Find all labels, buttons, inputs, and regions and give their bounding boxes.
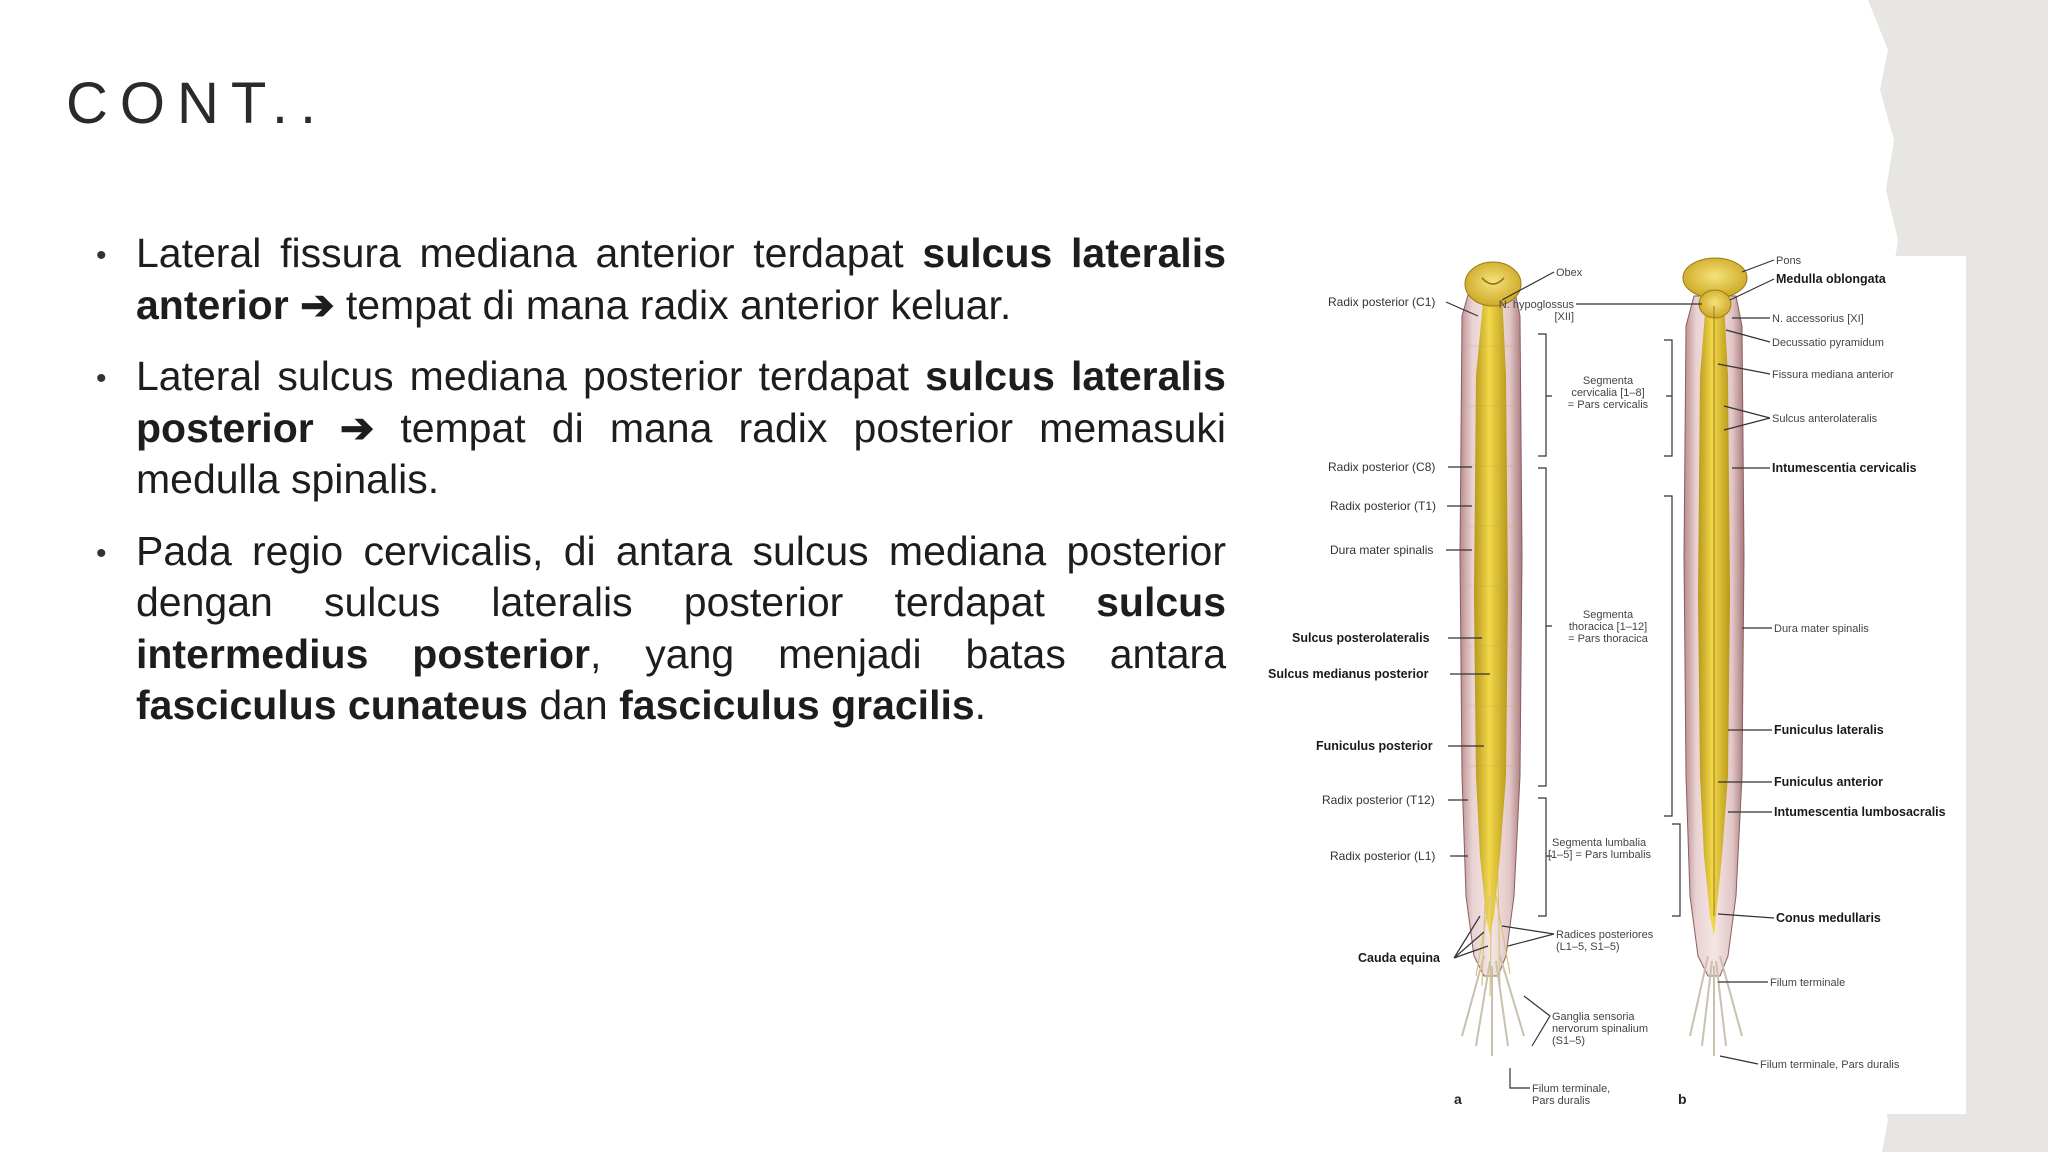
label-seg-thoracica: Segmenta <box>1583 609 1634 621</box>
label-cauda-equina: Cauda equina <box>1358 951 1441 965</box>
label-sulcus-postlat: Sulcus posterolateralis <box>1292 631 1430 645</box>
label-seg-lumbalia: Segmenta lumbalia <box>1552 837 1647 849</box>
label-filum-pars-duralis: Filum terminale, Pars duralis <box>1760 1059 1900 1071</box>
label-funiculus-ant: Funiculus anterior <box>1774 775 1883 789</box>
label-obex: Obex <box>1556 267 1583 279</box>
panel-a-cord <box>1459 261 1525 1056</box>
svg-text:(L1–5, S1–5): (L1–5, S1–5) <box>1556 941 1620 953</box>
panel-label-a: a <box>1454 1091 1462 1107</box>
label-radix-t12: Radix posterior (T12) <box>1322 793 1435 807</box>
bold-term: sulcus lateralis anterior <box>136 230 1226 328</box>
label-filum-duralis: Filum terminale, <box>1532 1083 1610 1095</box>
label-conus: Conus medullaris <box>1776 911 1881 925</box>
label-dura-right: Dura mater spinalis <box>1774 623 1869 635</box>
label-dura-left: Dura mater spinalis <box>1330 543 1433 557</box>
label-seg-cervicalia: Segmenta <box>1583 375 1634 387</box>
arrow-icon: ➔ <box>339 404 375 451</box>
label-funiculus-lat: Funiculus lateralis <box>1774 723 1884 737</box>
bullet-marker: • <box>96 239 107 272</box>
bullet-text: Pada regio cervicalis, di antara sulcus … <box>136 527 1226 729</box>
label-sulcus-antlat: Sulcus anterolateralis <box>1772 413 1878 425</box>
label-intum-lumbo: Intumescentia lumbosacralis <box>1774 805 1946 819</box>
svg-text:[1–5] = Pars lumbalis: [1–5] = Pars lumbalis <box>1548 849 1652 861</box>
arrow-icon: ➔ <box>300 281 335 328</box>
bold-term: fasciculus cunateus <box>136 682 528 728</box>
bullet-item: • Lateral sulcus mediana posterior terda… <box>92 351 1226 506</box>
svg-text:= Pars cervicalis: = Pars cervicalis <box>1568 399 1649 411</box>
svg-text:= Pars thoracica: = Pars thoracica <box>1568 633 1649 645</box>
label-ganglia: Ganglia sensoria <box>1552 1011 1635 1023</box>
right-labels: Pons Medulla oblongata N. accessorius [X… <box>1717 256 1946 1071</box>
bullet-item: • Lateral fissura mediana anterior terda… <box>92 228 1226 331</box>
svg-text:cervicalia [1–8]: cervicalia [1–8] <box>1571 387 1644 399</box>
svg-text:Pars duralis: Pars duralis <box>1532 1095 1591 1107</box>
left-labels: Radix posterior (C1) Radix posterior (C8… <box>1268 295 1490 965</box>
label-pons: Pons <box>1776 256 1802 267</box>
label-radix-c8: Radix posterior (C8) <box>1328 460 1435 474</box>
panel-label-b: b <box>1678 1091 1687 1107</box>
label-radix-c1: Radix posterior (C1) <box>1328 295 1435 309</box>
svg-text:(S1–5): (S1–5) <box>1552 1035 1585 1047</box>
panel-b-cord <box>1682 257 1748 1056</box>
label-filum-terminale: Filum terminale <box>1770 977 1845 989</box>
svg-text:[XII]: [XII] <box>1554 311 1574 323</box>
bullet-text: Lateral fissura mediana anterior terdapa… <box>136 230 1226 328</box>
label-radix-l1: Radix posterior (L1) <box>1330 849 1435 863</box>
bold-term: sulcus lateralis posterior <box>136 353 1226 451</box>
label-intum-cervicalis: Intumescentia cervicalis <box>1772 461 1917 475</box>
bullet-item: • Pada regio cervicalis, di antara sulcu… <box>92 526 1226 732</box>
bullet-list: • Lateral fissura mediana anterior terda… <box>92 228 1226 752</box>
bullet-text: Lateral sulcus mediana posterior terdapa… <box>136 353 1226 502</box>
svg-text:nervorum spinalium: nervorum spinalium <box>1552 1023 1648 1035</box>
label-accessorius: N. accessorius [XI] <box>1772 313 1864 325</box>
spinal-cord-figure: Radix posterior (C1) Radix posterior (C8… <box>1262 256 1966 1114</box>
svg-text:thoracica [1–12]: thoracica [1–12] <box>1569 621 1647 633</box>
label-decussatio: Decussatio pyramidum <box>1772 337 1884 349</box>
bold-term: fasciculus gracilis <box>619 682 975 728</box>
label-radices-post: Radices posteriores <box>1556 929 1654 941</box>
label-funiculus-post: Funiculus posterior <box>1316 739 1433 753</box>
label-hypoglossus: N. hypoglossus <box>1499 299 1575 311</box>
spinal-cord-illustration: Radix posterior (C1) Radix posterior (C8… <box>1268 256 1946 1107</box>
slide-title: CONT.. <box>66 71 329 136</box>
label-radix-t1: Radix posterior (T1) <box>1330 499 1436 513</box>
label-sulcus-medianus: Sulcus medianus posterior <box>1268 667 1429 681</box>
label-fissura-mediana: Fissura mediana anterior <box>1772 369 1894 381</box>
bullet-marker: • <box>96 536 107 570</box>
label-medulla-oblongata: Medulla oblongata <box>1776 272 1887 286</box>
bold-term: sulcus intermedius posterior <box>136 579 1226 677</box>
middle-labels: Obex N. hypoglossus [XII] Segmenta cervi… <box>1454 267 1702 1107</box>
bullet-marker: • <box>96 362 107 395</box>
